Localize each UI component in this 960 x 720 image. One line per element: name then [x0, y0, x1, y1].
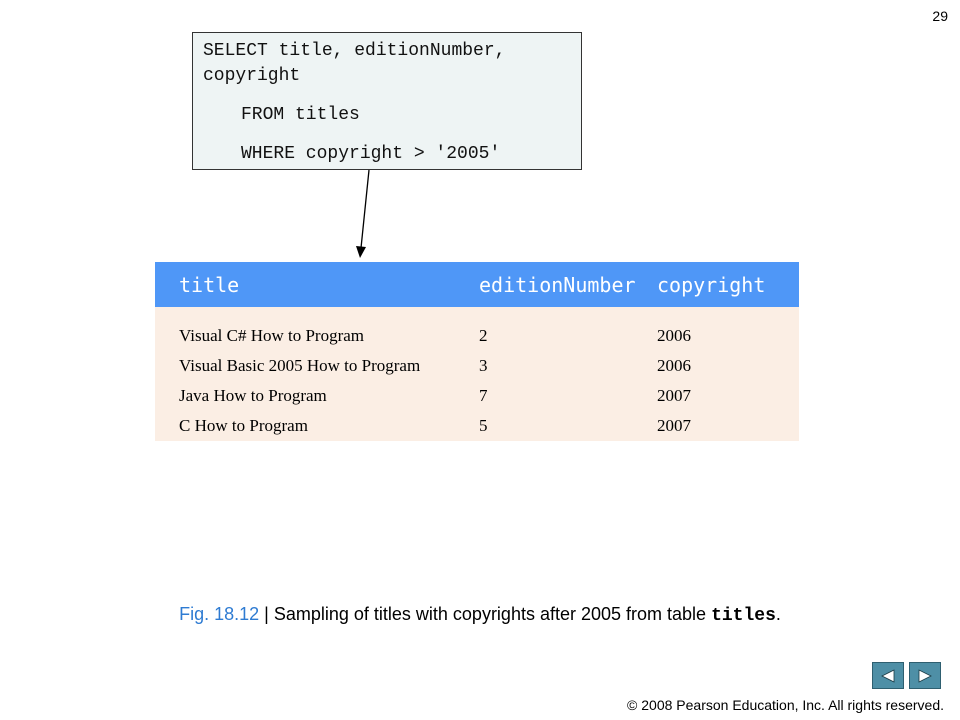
caption-text: Sampling of titles with copyrights after… — [273, 604, 712, 624]
column-header-edition-number: editionNumber — [479, 272, 636, 297]
slide-navigation — [872, 662, 941, 689]
cell-copyright: 2007 — [657, 386, 691, 405]
column-header-copyright: copyright — [657, 272, 766, 297]
triangle-right-icon — [918, 668, 932, 683]
cell-edition-number: 5 — [479, 416, 488, 435]
next-slide-button[interactable] — [909, 662, 941, 689]
sql-line-where: WHERE copyright > '2005' — [241, 144, 501, 164]
cell-edition-number: 7 — [479, 386, 488, 405]
previous-slide-button[interactable] — [872, 662, 904, 689]
figure-label: Fig. 18.12 — [179, 604, 260, 624]
result-table: title editionNumber copyright Visual C# … — [155, 262, 799, 441]
cell-title: Visual C# How to Program — [179, 326, 365, 345]
cell-copyright: 2007 — [657, 416, 691, 435]
cell-copyright: 2006 — [657, 356, 691, 375]
copyright-text: 2008 Pearson Education, Inc. All rights … — [637, 697, 944, 713]
table-row: Java How to Program 7 2007 — [155, 381, 799, 411]
sql-query-box: SELECT title, editionNumber, copyright F… — [192, 32, 582, 170]
caption-separator: | — [259, 604, 274, 624]
table-row: Visual Basic 2005 How to Program 3 2006 — [155, 351, 799, 381]
caption-table-name: titles — [711, 606, 776, 626]
cell-title: C How to Program — [179, 416, 308, 435]
table-row: Visual C# How to Program 2 2006 — [155, 321, 799, 351]
column-header-title: title — [179, 272, 240, 297]
cell-edition-number: 2 — [479, 326, 488, 345]
cell-title: Java How to Program — [179, 386, 327, 405]
cell-edition-number: 3 — [479, 356, 488, 375]
sql-line-select: SELECT title, editionNumber, — [203, 41, 506, 61]
sql-line-copyright: copyright — [203, 66, 301, 86]
page-number: 29 — [932, 8, 948, 24]
triangle-left-icon — [881, 668, 895, 683]
copyright-footer: © 2008 Pearson Education, Inc. All right… — [627, 697, 944, 713]
figure-caption: Fig. 18.12 | Sampling of titles with cop… — [0, 604, 960, 626]
caption-end: . — [775, 604, 781, 624]
table-header-row: title editionNumber copyright — [155, 262, 799, 307]
cell-copyright: 2006 — [657, 326, 691, 345]
table-row: C How to Program 5 2007 — [155, 411, 799, 441]
copyright-symbol: © — [627, 697, 638, 713]
cell-title: Visual Basic 2005 How to Program — [179, 356, 421, 375]
sql-line-from: FROM titles — [241, 105, 360, 125]
